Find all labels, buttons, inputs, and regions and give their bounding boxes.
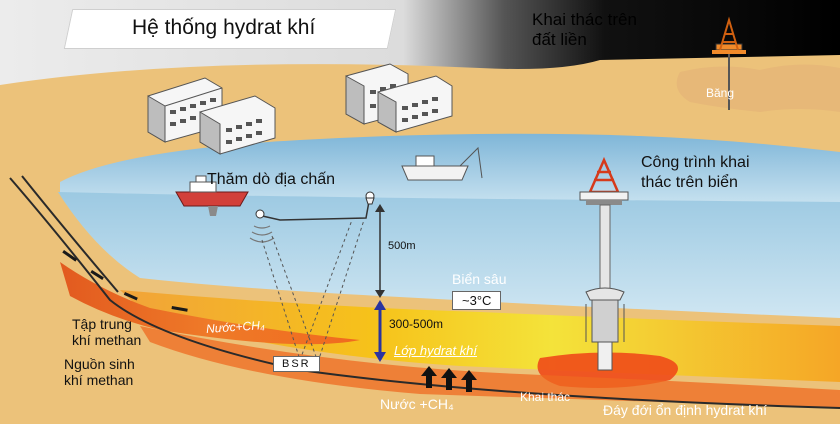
upward-methane-arrows (421, 366, 477, 392)
offshore-label-line2: thác trên biển (641, 174, 738, 191)
methane-source-strip (140, 326, 840, 408)
bsr-line (9, 177, 840, 409)
methane-source-label: Nguồn sinh khí methan (64, 356, 135, 388)
sea (58, 192, 840, 318)
seismic-survey-label: Thăm dò địa chấn (207, 171, 336, 188)
office-building-icon (199, 95, 276, 155)
depth-range-arrow (374, 300, 386, 362)
methane-concentration-line1: Tập trung (72, 316, 132, 332)
depth-500-arrow (375, 204, 385, 298)
depth-500-label: 500m (388, 240, 416, 252)
methane-concentration-zone (60, 262, 360, 345)
slope-line (21, 175, 119, 293)
ice-zone (676, 64, 840, 112)
temperature-badge: ~3°C (452, 291, 502, 310)
hydrophone-icon (255, 191, 375, 221)
extraction-label: Khai thác (520, 390, 571, 404)
onshore-label-line2: đất liền (532, 30, 587, 49)
offshore-label-line1: Công trình khai (641, 154, 750, 171)
methane-concentration-line2: khí methan (72, 332, 142, 348)
stable-zone-bottom-label: Đáy đới ổn định hydrat khí (603, 402, 768, 418)
fishing-boat-icon (401, 146, 483, 181)
methane-concentration-label: Tập trung khí methan (72, 316, 141, 348)
seismic-rays (261, 219, 365, 363)
deep-sea-label: Biển sâu (452, 271, 507, 287)
hydrate-layer-label: Lớp hydrat khí (394, 343, 478, 358)
survey-ship-icon (175, 175, 249, 216)
depth-range-label: 300-500m (389, 317, 444, 331)
bsr-badge: BSR (273, 356, 320, 372)
ice-label: Băng (706, 86, 735, 100)
diagram-title: Hệ thống hydrat khí (132, 16, 316, 39)
onshore-rig-icon (712, 16, 746, 110)
sonar-waves (249, 225, 275, 243)
offshore-rig-icon (579, 156, 629, 371)
methane-source-line2: khí methan (64, 372, 134, 388)
methane-source-line1: Nguồn sinh (64, 356, 135, 372)
office-building-icon (377, 75, 453, 133)
water-methane-label-2: Nước +CH₄ (380, 396, 454, 412)
methane-streaks (62, 250, 188, 312)
offshore-label: Công trình khai thác trên biển (641, 153, 750, 193)
onshore-label: Khai thác trên đất liền (532, 10, 637, 50)
onshore-label-line1: Khai thác trên (532, 10, 637, 29)
